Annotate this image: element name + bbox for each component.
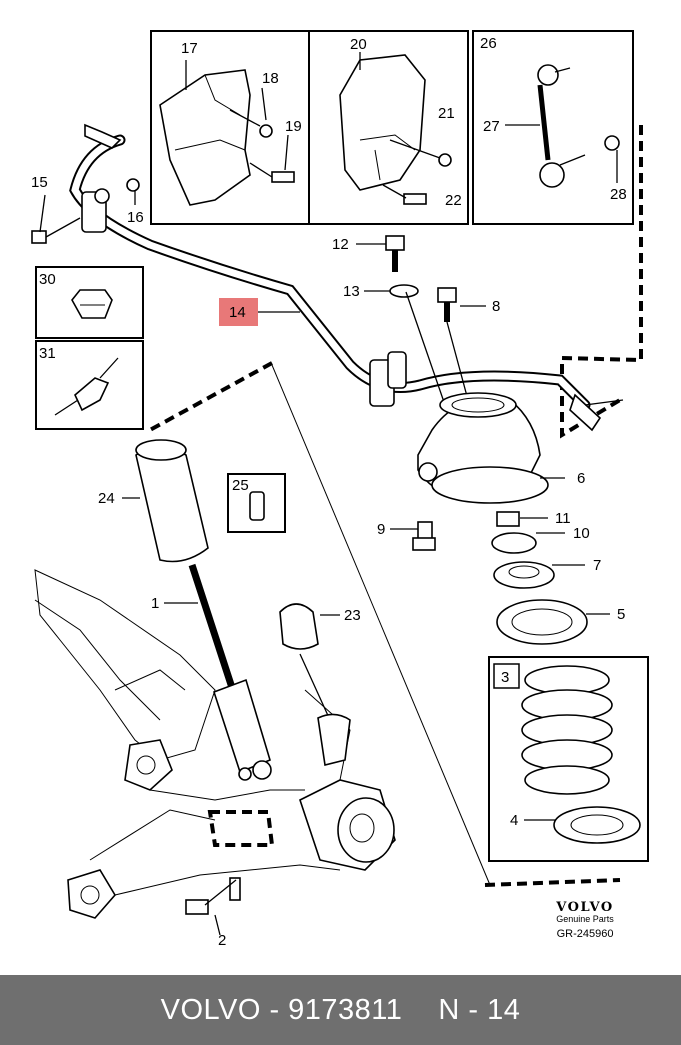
callout-18: 18 (262, 70, 279, 87)
callout-14: 14 (229, 304, 246, 321)
callout-27: 27 (483, 118, 500, 135)
callout-28: 28 (610, 186, 627, 203)
callout-3: 3 (501, 669, 509, 686)
callout-7: 7 (593, 557, 601, 574)
callout-31: 31 (39, 345, 56, 362)
callout-9: 9 (377, 521, 385, 538)
inset-box-17-19 (150, 30, 310, 225)
highlight-part-14 (219, 298, 258, 326)
callout-11: 11 (555, 510, 571, 527)
brand-subtitle: Genuine Parts (556, 914, 614, 924)
inset-box-31 (35, 340, 144, 430)
parts-diagram: 17 18 19 20 21 22 26 27 28 15 16 12 13 8… (31, 30, 649, 949)
callout-25: 25 (232, 477, 249, 494)
callout-22: 22 (445, 192, 462, 209)
bump-stop (279, 603, 331, 721)
callout-30: 30 (39, 271, 56, 288)
stabilizer-bar (31, 123, 624, 432)
top-mount-assembly (385, 235, 549, 551)
dash-frame-shock (149, 361, 273, 432)
callout-6: 6 (577, 470, 585, 487)
inset-box-26-28 (472, 30, 634, 225)
callout-19: 19 (285, 118, 302, 135)
callout-24: 24 (98, 490, 115, 507)
callout-20: 20 (350, 36, 367, 53)
footer-part-label: VOLVO - 9173811 (160, 993, 403, 1026)
inset-box-20-22 (308, 30, 469, 225)
brand-block: VOLVO Genuine Parts GR-245960 (555, 900, 614, 940)
inset-box-3-spring (488, 656, 649, 862)
footer-bar: VOLVO - 9173811 N - 14 (0, 975, 681, 1045)
volvo-logo: VOLVO (555, 900, 613, 915)
callout-5: 5 (617, 606, 625, 623)
dash-frame-arm (207, 810, 275, 847)
diagram-ref-code: GR-245960 (557, 928, 614, 940)
dash-frame-bottom (484, 878, 621, 887)
callout-12: 12 (332, 236, 349, 253)
guide-line (271, 364, 491, 886)
coil-spring (521, 665, 613, 795)
inset-box-25 (227, 473, 286, 533)
inset-box-30 (35, 266, 144, 339)
callout-13: 13 (343, 283, 360, 300)
callout-26: 26 (480, 35, 497, 52)
leader-lines (39, 190, 610, 616)
callout-8: 8 (492, 298, 500, 315)
shock-absorber (135, 439, 272, 781)
callout-labels: 17 18 19 20 21 22 26 27 28 15 16 12 13 8… (31, 35, 627, 949)
callout-21: 21 (438, 105, 455, 122)
callout-1: 1 (151, 595, 159, 612)
callout-4: 4 (510, 812, 518, 829)
callout-16: 16 (127, 209, 144, 226)
callout-15: 15 (31, 174, 48, 191)
rear-subframe (34, 569, 396, 936)
footer-position-label: N - 14 (438, 993, 521, 1026)
callout-17: 17 (181, 40, 198, 57)
callout-10: 10 (573, 525, 590, 542)
callout-23: 23 (344, 607, 361, 624)
strut-bearing-stack (491, 511, 588, 645)
callout-2: 2 (218, 932, 226, 949)
